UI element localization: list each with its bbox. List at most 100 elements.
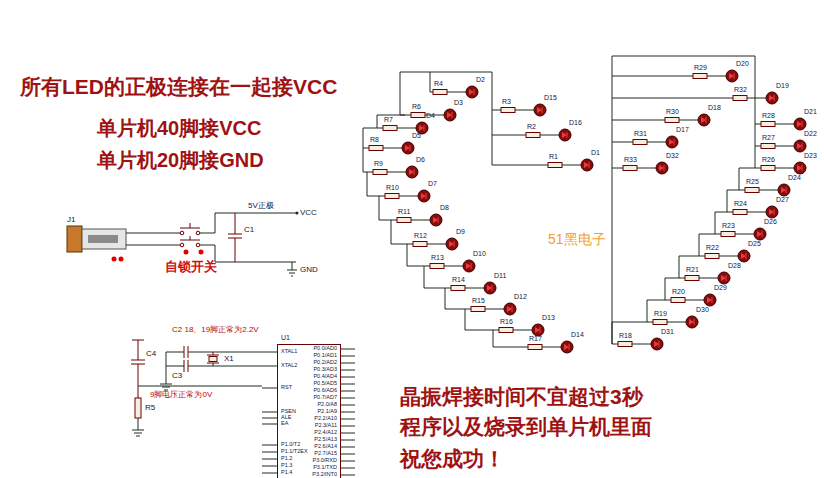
led-symbol (738, 250, 750, 262)
led-diode (564, 344, 569, 350)
led-symbol (754, 228, 766, 240)
switch-contact (180, 231, 184, 235)
part-label: D16 (569, 119, 582, 126)
led-symbol (698, 114, 710, 126)
led-symbol (484, 282, 496, 294)
part-label: D3 (454, 99, 463, 106)
resistor-symbol (685, 276, 699, 281)
part-label: D8 (440, 204, 449, 211)
part-label: D11 (494, 272, 506, 279)
wire (166, 366, 262, 367)
led-symbol (463, 260, 475, 272)
wire (775, 146, 794, 147)
led-diode (426, 193, 427, 199)
led-body (794, 118, 806, 130)
wire (612, 56, 755, 57)
resistor-symbol (721, 232, 735, 237)
wire (341, 349, 355, 350)
wire (542, 347, 561, 348)
wire (200, 213, 296, 233)
resistor-symbol (383, 126, 397, 131)
wire (612, 120, 665, 121)
wire (612, 98, 733, 99)
pin-name: P2.2/A10 (314, 416, 337, 422)
led-diode (701, 117, 706, 123)
resistor-symbol (653, 320, 667, 325)
led-body (666, 136, 678, 148)
led-symbol (794, 162, 806, 174)
led-diode (449, 241, 454, 247)
resistor-symbol (705, 254, 719, 259)
led-body (766, 92, 778, 104)
wire (424, 266, 430, 267)
pin-name: P0.5/AD5 (313, 381, 337, 387)
pin-name: P1.1/T2EX (281, 449, 308, 455)
watermark: 51黑电子 (548, 232, 606, 246)
led-diode (802, 165, 803, 171)
wire (262, 452, 277, 453)
led-body (402, 142, 414, 154)
resistor-symbol (397, 218, 411, 223)
led-symbol (406, 166, 418, 178)
led-symbol (504, 303, 516, 315)
wire (367, 172, 373, 173)
wire (665, 300, 671, 301)
wire (445, 288, 451, 289)
part-label: R32 (734, 86, 747, 93)
part-label: R29 (694, 64, 707, 71)
part-label: R13 (431, 254, 444, 261)
wire (727, 212, 733, 213)
wire (341, 419, 355, 420)
led-diode (746, 253, 747, 259)
wire (699, 256, 705, 257)
led-diode (797, 143, 802, 149)
led-diode (589, 162, 590, 168)
wire (341, 384, 355, 385)
wire (262, 466, 277, 467)
part-label: R16 (500, 318, 513, 325)
led-symbol (704, 294, 716, 306)
ground-symbol (160, 352, 172, 390)
led-diode (569, 344, 570, 350)
led-body (778, 184, 790, 196)
led-body (698, 114, 710, 126)
led-body (504, 303, 516, 315)
led-body (532, 324, 544, 336)
wire (379, 196, 385, 197)
wire (485, 309, 504, 310)
part-label: X1 (224, 355, 234, 363)
led-diode (654, 341, 659, 347)
led-diode (781, 187, 786, 193)
wire (492, 110, 501, 111)
part-label: R9 (374, 160, 383, 167)
led-symbol (559, 129, 571, 141)
wire (341, 356, 355, 357)
led-symbol (794, 118, 806, 130)
pin-name: P0.4/AD4 (313, 374, 337, 380)
pin-name: P2.3/A11 (315, 423, 337, 429)
led-diode (540, 327, 541, 333)
capacitor-symbol (228, 213, 242, 262)
pin-name: XTAL2 (281, 363, 297, 369)
led-body (766, 206, 778, 218)
part-label: R27 (762, 134, 775, 141)
led-symbol (766, 92, 778, 104)
note-text: 晶振焊接时间不宜超过3秒 (400, 386, 643, 407)
part-label: R31 (634, 130, 647, 137)
part-label: R23 (722, 222, 735, 229)
note-text: 程序以及烧录到单片机里面 (400, 416, 652, 437)
led-symbol (766, 206, 778, 218)
pin-dot (199, 250, 204, 255)
capacitor-symbol (184, 360, 188, 372)
wire (647, 142, 666, 143)
pin-name: P1.3 (281, 463, 292, 469)
part-label: D29 (714, 284, 727, 291)
led-diode (535, 327, 540, 333)
led-body (651, 338, 663, 350)
pin-dot (184, 250, 189, 255)
led-body (738, 250, 750, 262)
part-label: R10 (386, 184, 399, 191)
pin-name: P0.0/AD0 (313, 346, 337, 352)
led-body (581, 159, 593, 171)
wire (341, 461, 355, 462)
